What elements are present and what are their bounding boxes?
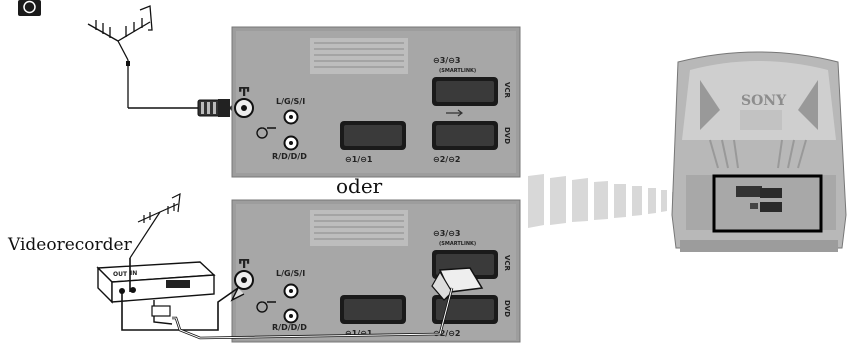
vcr-label-2: VCR: [503, 255, 511, 272]
scart2-label: ⊖2/⊖2: [433, 155, 460, 164]
coax-plug: [197, 99, 236, 117]
scart2-label-2: ⊖2/⊖2: [433, 329, 460, 338]
tv-back-illustration: SONY: [671, 51, 847, 252]
dvd-label: DVD: [503, 127, 511, 144]
antenna-input-label: Ͳ: [238, 85, 250, 99]
dvd-label-2: DVD: [503, 300, 511, 317]
tv-rear-panel-top: Ͳ L/G/S/I R/D/D/D ⊖1/⊖1 ⊖3/⊖3 (SMARTLINK…: [231, 26, 521, 178]
scart3-label: ⊖3/⊖3: [433, 56, 460, 65]
tv-rear-panel-bottom: Ͳ L/G/S/I R/D/D/D ⊖1/⊖1 ⊖3/⊖3 (SMARTLINK…: [231, 199, 521, 343]
smartlink-label: (SMARTLINK): [439, 68, 476, 74]
audio-lgsi-label-2: L/G/S/I: [276, 269, 305, 278]
audio-rddd-label-2: R/D/D/D: [272, 323, 307, 332]
audio-rddd-label: R/D/D/D: [272, 152, 307, 161]
scart-plug: [431, 267, 484, 301]
perspective-bars: [528, 174, 676, 228]
vcr-out-label: OUT: [113, 271, 128, 278]
vcr-in-label: IN: [130, 270, 137, 277]
scart3-label-2: ⊖3/⊖3: [433, 229, 460, 238]
scart1-label-2: ⊖1/⊖1: [345, 329, 373, 338]
vcr-cables: [121, 258, 454, 340]
oder-label: oder: [336, 174, 383, 198]
antenna-icon-2: [129, 192, 181, 259]
antenna-icon: [87, 5, 153, 108]
scart1-label: ⊖1/⊖1: [345, 155, 373, 164]
antenna-input-label-2: Ͳ: [238, 257, 250, 271]
brand-logo: SONY: [741, 93, 787, 109]
vcr-device: OUT IN: [96, 261, 216, 304]
videorecorder-label: Videorecorder: [7, 235, 133, 255]
vcr-label: VCR: [503, 82, 511, 99]
smartlink-label-2: (SMARTLINK): [439, 241, 476, 247]
audio-lgsi-label: L/G/S/I: [276, 97, 305, 106]
manual-step-icon: [18, 0, 41, 16]
